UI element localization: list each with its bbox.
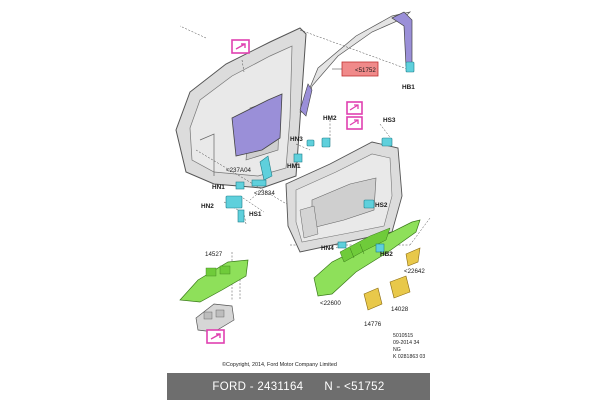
part-number-footer: FORD - 2431164 N - <51752 [167, 373, 430, 400]
label-hn4: HN4 [321, 245, 334, 252]
door-inner-panel-purple [231, 93, 283, 157]
drawing-reference-stamp: 5010515 09-2014 34 NG K 0281863 03 [393, 333, 425, 361]
label-51752: <51752 [355, 67, 376, 74]
label-14776: 14776 [364, 321, 382, 328]
label-hn2: HN2 [201, 203, 214, 210]
label-hs2: HS2 [375, 202, 388, 209]
label-hs3: HS3 [383, 117, 396, 124]
copyright-text: ©Copyright, 2014, Ford Motor Company Lim… [222, 362, 337, 368]
label-23834: <23834 [254, 190, 275, 197]
stamp-line: 09-2014 34 [393, 340, 420, 346]
reference-arrow-icon[interactable] [231, 39, 250, 54]
stamp-line: K 0281863 03 [393, 354, 426, 360]
cyan-hardware-parts [225, 61, 415, 253]
footer-n-number: N - <51752 [324, 380, 385, 393]
switch-bezel-green [179, 259, 249, 303]
reference-arrow-icon[interactable] [206, 329, 225, 344]
label-14028: 14028 [391, 306, 409, 313]
armrest-trim-green [313, 219, 421, 297]
label-hb2: HB2 [380, 251, 393, 258]
label-hm2: HM2 [323, 115, 337, 122]
label-hm1: HM1 [287, 163, 301, 170]
label-hn1: HN1 [212, 184, 225, 191]
label-22642: <22642 [404, 268, 425, 275]
label-22600: <22600 [320, 300, 341, 307]
reference-arrow-icons [206, 39, 363, 344]
stamp-line: 5010515 [393, 333, 414, 339]
window-switch-module [195, 303, 235, 333]
label-14527: 14527 [205, 251, 223, 258]
part-labels: HB1 HM2 HS3 HN3 HM1 <237A04 HN1 <23834 H… [201, 84, 425, 328]
reference-arrow-icon[interactable] [346, 116, 363, 130]
footer-brand-number: FORD - 2431164 [212, 380, 304, 393]
yellow-parts [363, 247, 421, 311]
label-237a04: <237A04 [226, 167, 252, 174]
reference-arrow-icon[interactable] [346, 101, 363, 115]
highlighted-part-51752[interactable]: <51752 [341, 61, 379, 77]
label-hs1: HS1 [249, 211, 262, 218]
door-trim-panel [285, 141, 403, 253]
label-hn3: HN3 [290, 136, 303, 143]
label-hb1: HB1 [402, 84, 415, 91]
stamp-line: NG [393, 347, 401, 353]
